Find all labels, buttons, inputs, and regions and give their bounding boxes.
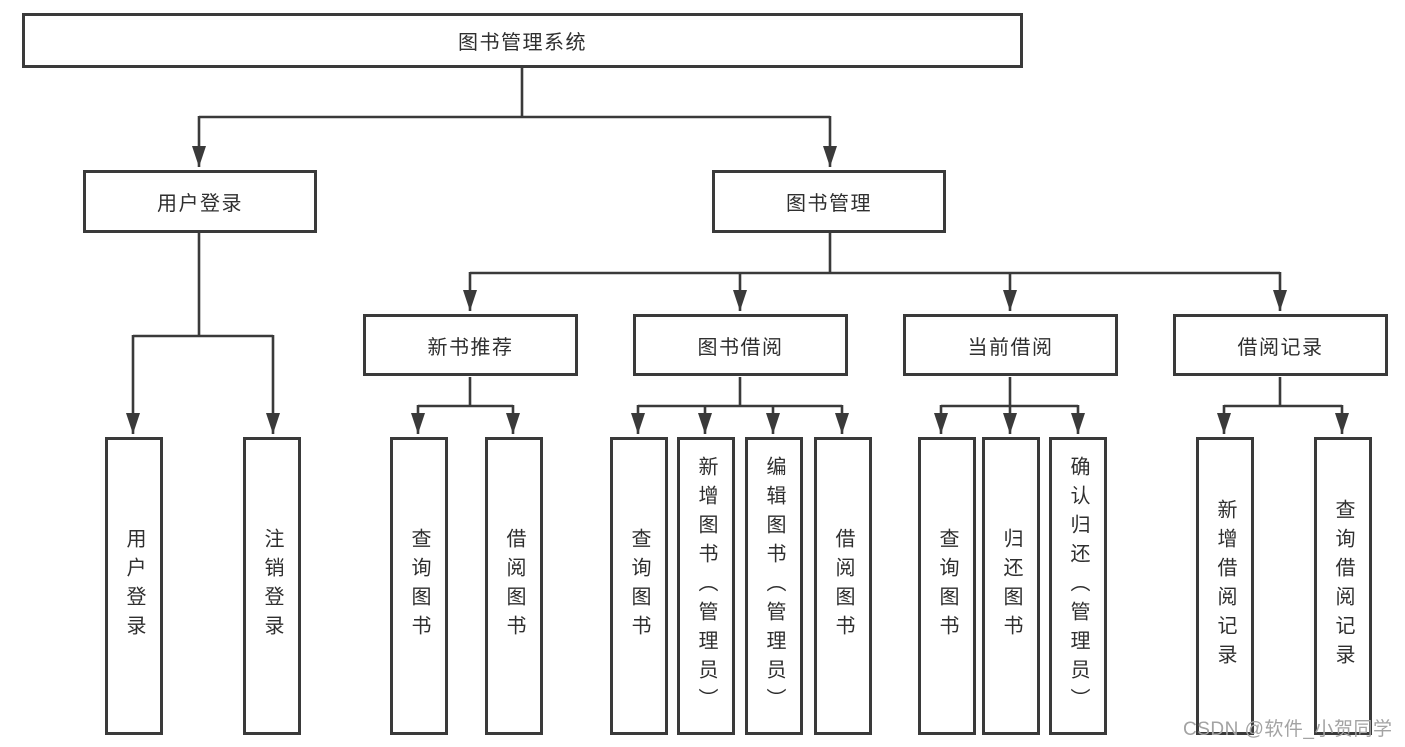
leaf-add-borrow-record-label: 新增借阅记录 [1214,499,1236,673]
leaf-query-book-1: 查询图书 [390,437,448,735]
node-current-borrow: 当前借阅 [903,314,1118,376]
node-book-borrow: 图书借阅 [633,314,848,376]
leaf-query-book-3-label: 查询图书 [936,528,958,644]
leaf-logout-label: 注销登录 [261,528,283,644]
leaf-query-borrow-record: 查询借阅记录 [1314,437,1372,735]
leaf-user-login: 用户登录 [105,437,163,735]
leaf-query-book-2: 查询图书 [610,437,668,735]
leaf-user-login-label: 用户登录 [123,528,145,644]
leaf-borrow-book-2: 借阅图书 [814,437,872,735]
leaf-add-book-admin-label: 新增图书（管理员） [695,455,717,717]
leaf-query-borrow-record-label: 查询借阅记录 [1332,499,1354,673]
leaf-add-book-admin: 新增图书（管理员） [677,437,735,735]
node-new-book-recommend: 新书推荐 [363,314,578,376]
leaf-query-book-1-label: 查询图书 [408,528,430,644]
leaf-query-book-3: 查询图书 [918,437,976,735]
csdn-watermark: CSDN @软件_小贺同学 [1183,719,1393,740]
leaf-edit-book-admin-label: 编辑图书（管理员） [763,455,785,717]
node-user-login: 用户登录 [83,170,317,233]
node-library-system: 图书管理系统 [22,13,1023,68]
leaf-query-book-2-label: 查询图书 [628,528,650,644]
node-book-management: 图书管理 [712,170,946,233]
node-borrow-records: 借阅记录 [1173,314,1388,376]
leaf-borrow-book-1: 借阅图书 [485,437,543,735]
leaf-borrow-book-1-label: 借阅图书 [503,528,525,644]
leaf-borrow-book-2-label: 借阅图书 [832,528,854,644]
leaf-return-book-label: 归还图书 [1000,528,1022,644]
connector-trunk-paths [133,68,1342,408]
leaf-add-borrow-record: 新增借阅记录 [1196,437,1254,735]
leaf-logout: 注销登录 [243,437,301,735]
leaf-edit-book-admin: 编辑图书（管理员） [745,437,803,735]
leaf-confirm-return-admin-label: 确认归还（管理员） [1067,455,1089,717]
leaf-confirm-return-admin: 确认归还（管理员） [1049,437,1107,735]
leaf-return-book: 归还图书 [982,437,1040,735]
